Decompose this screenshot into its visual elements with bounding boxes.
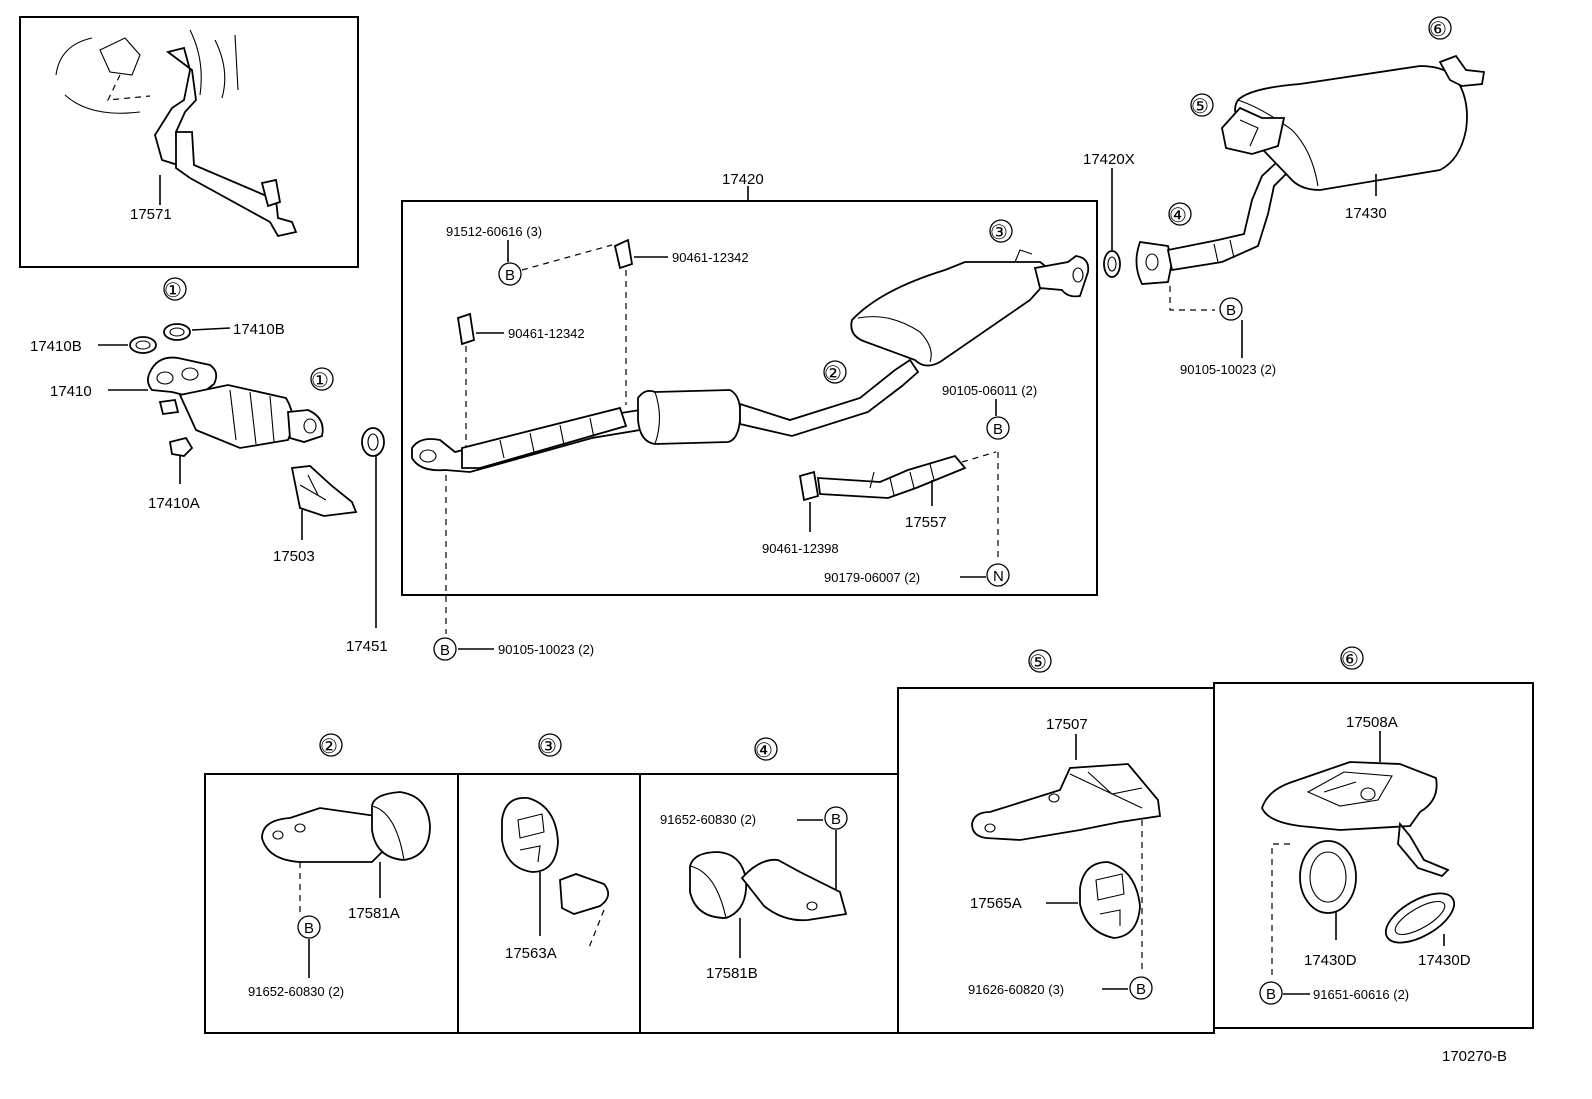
label-17581A: 17581A — [348, 905, 400, 922]
label-17420: 17420 — [722, 171, 764, 188]
label-17430D-left: 17430D — [1304, 952, 1357, 969]
callout-5-muffler: ⑤ — [1191, 96, 1209, 118]
callout-4-pipe: ④ — [1169, 205, 1187, 227]
label-17410: 17410 — [50, 383, 92, 400]
marker-B-90105-10023-bottom: B — [440, 642, 450, 659]
label-91652-60830-detail4: 91652-60830 (2) — [660, 812, 756, 827]
callout-1-top: ① — [164, 280, 182, 302]
detail-panel-4: ④ 91652-60830 (2) B 17581B — [639, 737, 899, 1034]
label-90461-12342-upper: 90461-12342 — [672, 250, 749, 265]
label-17430D-right: 17430D — [1418, 952, 1471, 969]
label-17565A: 17565A — [970, 895, 1022, 912]
diagram-id: 170270-B — [1442, 1048, 1507, 1065]
label-90105-10023-bottom: 90105-10023 (2) — [498, 642, 594, 657]
callout-2-detail: ② — [320, 736, 338, 758]
label-17563A: 17563A — [505, 945, 557, 962]
group-center-pipe-17420: 17420 91512-60616 (3) B 90461-12342 9046… — [401, 171, 1098, 634]
label-17410B-right: 17410B — [233, 321, 285, 338]
label-90105-06011: 90105-06011 (2) — [942, 383, 1037, 398]
label-17451: 17451 — [346, 638, 388, 655]
marker-B-detail6: B — [1266, 986, 1276, 1003]
callout-5-detail: ⑤ — [1029, 652, 1047, 674]
marker-B-detail4: B — [831, 811, 841, 828]
callout-6-muffler: ⑥ — [1429, 19, 1447, 41]
marker-B-detail2: B — [304, 920, 314, 937]
label-91512-60616: 91512-60616 (3) — [446, 224, 542, 239]
callout-3-pipe: ③ — [990, 222, 1008, 244]
callout-6-detail: ⑥ — [1341, 649, 1359, 671]
marker-B-90105-10023-top: B — [1226, 302, 1236, 319]
marker-N-90179: N — [993, 568, 1004, 585]
label-17557: 17557 — [905, 514, 947, 531]
inset-panel-17571: 17571 — [19, 16, 359, 268]
marker-B-detail5: B — [1136, 981, 1146, 998]
label-90461-12342-lower: 90461-12342 — [508, 326, 585, 341]
part-gasket-17451: 17451 — [346, 427, 388, 655]
label-17507: 17507 — [1046, 716, 1088, 733]
marker-B-91512: B — [505, 267, 515, 284]
label-17430: 17430 — [1345, 205, 1387, 222]
label-91626-60820: 91626-60820 (3) — [968, 982, 1064, 997]
label-91651-60616: 91651-60616 (2) — [1313, 987, 1409, 1002]
label-90179-06007: 90179-06007 (2) — [824, 570, 920, 585]
label-17508A: 17508A — [1346, 714, 1398, 731]
detail-panel-3: ③ 17563A — [457, 733, 641, 1034]
marker-B-90105-06011: B — [993, 421, 1003, 438]
group-tail-pipe-muffler: 17420X ④ B 90105-10023 (2) ⑤ ⑥ 17430 — [1083, 16, 1486, 377]
detail-panel-2: ② B 91652-60830 (2) 17581A — [204, 733, 459, 1034]
callout-1-converter: ① — [311, 370, 329, 392]
label-17581B: 17581B — [706, 965, 758, 982]
group-catalytic-converter: ① 17410B 17410B 17410 ① 17410A 17503 — [30, 277, 358, 565]
callout-4-detail: ④ — [755, 740, 773, 762]
detail-panel-6: ⑥ 17508A 17430D 17430D B 91651-60616 (2) — [1213, 646, 1534, 1029]
label-17503: 17503 — [273, 548, 315, 565]
callout-2-pipe: ② — [824, 363, 842, 385]
detail-panel-5: ⑤ 17507 17565A 91626-60820 (3) B — [897, 649, 1215, 1034]
callout-3-detail: ③ — [539, 736, 557, 758]
label-17410A: 17410A — [148, 495, 200, 512]
label-90461-12398: 90461-12398 — [762, 541, 839, 556]
label-90105-10023-top: 90105-10023 (2) — [1180, 362, 1276, 377]
label-17410B-left: 17410B — [30, 338, 82, 355]
label-17420X: 17420X — [1083, 151, 1135, 168]
label-17571: 17571 — [130, 206, 172, 223]
label-91652-60830-detail2: 91652-60830 (2) — [248, 984, 344, 999]
